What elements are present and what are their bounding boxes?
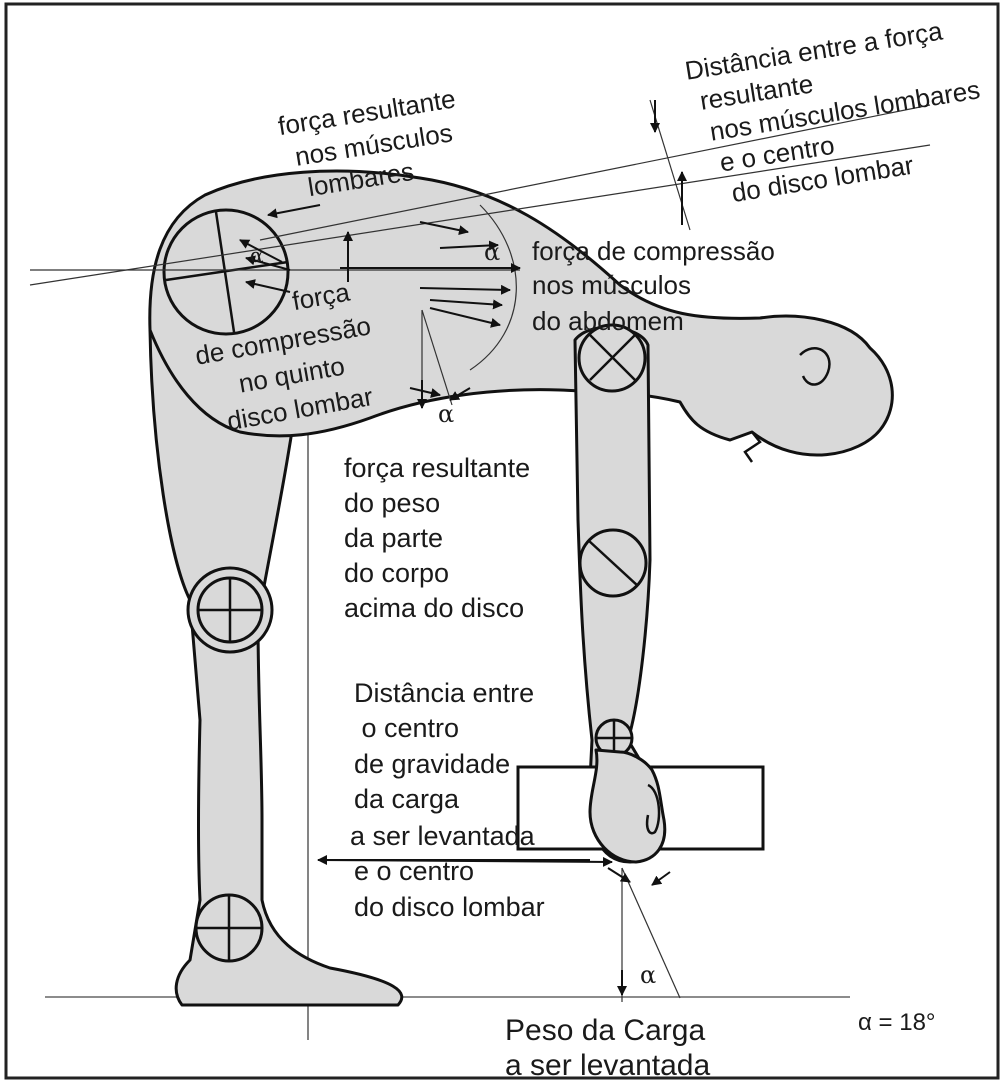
svg-text:a ser levantada: a ser levantada — [350, 821, 536, 851]
knee-joint — [188, 568, 272, 652]
elbow-joint — [580, 530, 646, 596]
svg-text:do corpo: do corpo — [344, 558, 449, 588]
hip-joint — [164, 210, 288, 334]
alpha-weight: α — [438, 400, 454, 428]
svg-text:da carga: da carga — [354, 784, 460, 814]
svg-text:Distância entre a força: Distância entre a força — [683, 15, 945, 85]
alpha-hip: α — [250, 243, 264, 267]
svg-text:do peso: do peso — [344, 488, 440, 518]
label-body-weight-force: força resultante do peso da parte do cor… — [344, 453, 530, 623]
label-load-weight: Peso da Carga a ser levantada — [505, 1014, 710, 1082]
load-arrow-2 — [608, 868, 630, 882]
svg-text:acima do disco: acima do disco — [344, 593, 524, 623]
label-distance-force-disc: Distância entre a força resultante nos m… — [683, 11, 992, 212]
svg-text:e o centro: e o centro — [354, 856, 474, 886]
svg-text:a ser levantada: a ser levantada — [505, 1049, 710, 1082]
ankle-joint — [196, 895, 262, 961]
svg-text:de gravidade: de gravidade — [354, 749, 510, 779]
svg-text:força de compressão: força de compressão — [532, 236, 775, 266]
svg-text:força resultante: força resultante — [344, 453, 530, 483]
svg-text:Distância entre: Distância entre — [354, 678, 534, 708]
load-arrow-3 — [652, 872, 670, 885]
svg-text:o centro: o centro — [354, 713, 459, 743]
alpha-load: α — [640, 961, 656, 989]
svg-text:nos músculos: nos músculos — [532, 270, 691, 300]
svg-text:Peso da Carga: Peso da Carga — [505, 1014, 705, 1047]
svg-text:da parte: da parte — [344, 523, 443, 553]
alpha-value-label: α = 18° — [858, 1009, 936, 1036]
alpha-abdomen: α — [484, 238, 500, 266]
label-distance-load-disc: Distância entre o centro de gravidade da… — [350, 678, 545, 922]
svg-text:do disco lombar: do disco lombar — [354, 892, 545, 922]
svg-text:do abdomem: do abdomem — [532, 306, 684, 336]
